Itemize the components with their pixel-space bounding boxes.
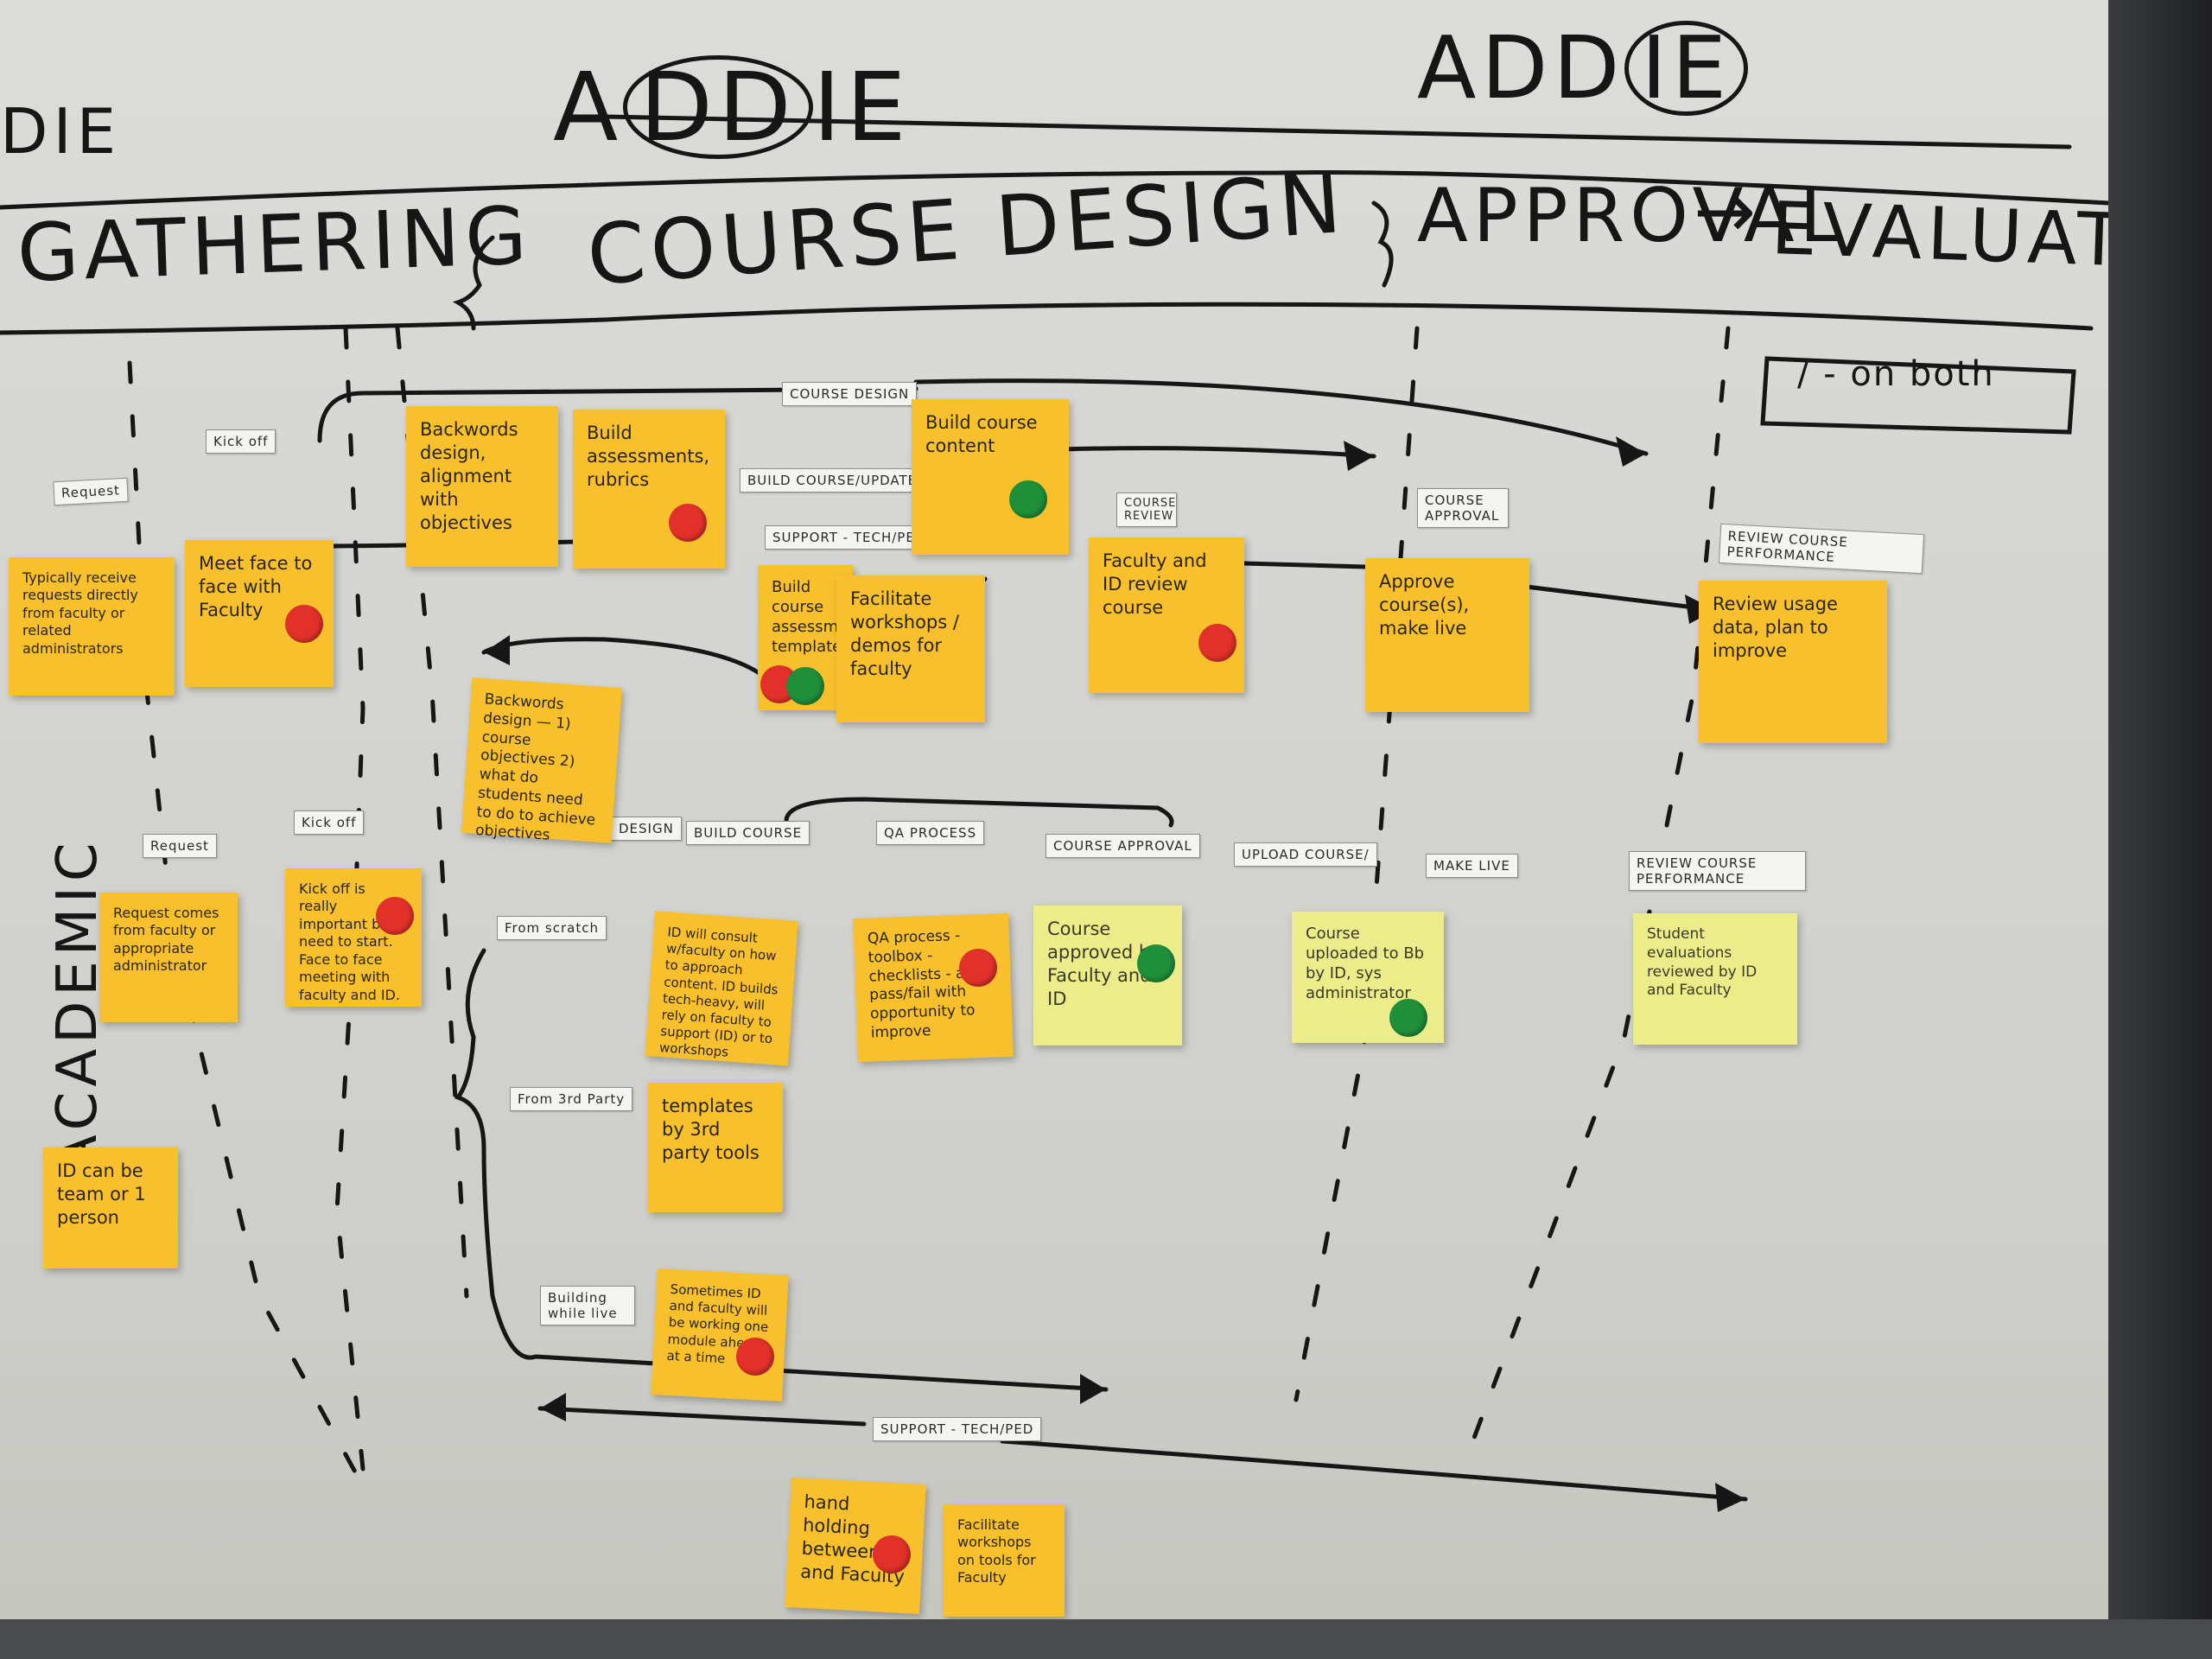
board-frame-bottom: [0, 1619, 2212, 1659]
sticky-note: Meet face to face with Faculty: [185, 540, 334, 687]
tape-upload-course: UPLOAD COURSE/: [1234, 842, 1377, 867]
tape-from-3rd-party: From 3rd Party: [510, 1087, 633, 1111]
heading-gathering: GATHERING: [16, 189, 534, 300]
phase-line-bottom: [0, 302, 2094, 335]
tape-building-while-live: Building while live: [540, 1286, 635, 1325]
sticky-note: Typically receive requests directly from…: [9, 557, 175, 696]
heading-arrow: →: [1694, 168, 1762, 255]
red-dot-sticker: [285, 605, 323, 643]
red-dot-sticker: [1198, 624, 1236, 662]
board-frame-right: [2108, 0, 2212, 1659]
red-dot-sticker: [873, 1535, 911, 1573]
tape-kickoff-top: Kick off: [206, 429, 276, 454]
red-dot-sticker: [669, 504, 707, 542]
tape-make-live: MAKE LIVE: [1426, 854, 1518, 878]
sticky-note: Student evaluations reviewed by ID and F…: [1633, 913, 1797, 1045]
sticky-note: Facilitate workshops on tools for Facult…: [944, 1504, 1065, 1617]
sticky-note: Request comes from faculty or appropriat…: [99, 893, 238, 1022]
green-dot-sticker: [1137, 944, 1175, 982]
arrowhead-1: [1616, 436, 1646, 467]
sticky-note: Faculty and ID review course: [1089, 537, 1244, 693]
addie-a: A: [553, 52, 624, 162]
sticky-note: Sometimes ID and faculty will be working…: [651, 1268, 789, 1402]
bracket-academic: [454, 948, 1109, 1392]
sticky-note: Build assessments, rubrics: [573, 410, 725, 569]
heading-addie-left: DIE: [0, 95, 122, 168]
tape-build-course-bottom: BUILD COURSE: [686, 821, 810, 845]
sticky-note: Review usage data, plan to improve: [1699, 581, 1887, 743]
lane-divider-4: [1294, 326, 1420, 1402]
arrow-support: [537, 1406, 1748, 1502]
sticky-note: Backwords design — 1) course objectives …: [461, 677, 623, 844]
tape-review-perf-bottom: REVIEW COURSE PERFORMANCE: [1629, 851, 1806, 891]
tape-qa-process: QA PROCESS: [876, 821, 985, 845]
lane-divider-3: [395, 326, 469, 1299]
arrowhead-2: [1344, 441, 1374, 471]
sticky-note: Approve course(s), make live: [1365, 558, 1529, 712]
tape-support-tech: SUPPORT - TECH/PE: [765, 525, 923, 550]
arrowhead-6: [540, 1393, 566, 1421]
tape-course-design: COURSE DESIGN: [782, 382, 918, 406]
bracket-course-design: [452, 235, 495, 331]
sticky-note: ID will consult w/faculty on how to appr…: [645, 911, 798, 1066]
tape-kickoff-bottom: Kick off: [294, 810, 365, 835]
tape-course-approval-top: COURSE APPROVAL: [1417, 488, 1509, 528]
tape-request-top: Request: [53, 477, 129, 506]
sticky-note: QA process - toolbox - checklists - a pa…: [853, 912, 1014, 1063]
green-dot-sticker: [1009, 480, 1047, 518]
tape-support-tech-ped: SUPPORT - TECH/PED: [873, 1417, 1042, 1441]
sticky-note: templates by 3rd party tools: [648, 1083, 783, 1212]
arrow-bottom-top: [784, 797, 1174, 828]
addie-ie: IE: [812, 52, 912, 162]
green-dot-sticker: [786, 667, 824, 705]
sticky-note: ID can be team or 1 person: [43, 1147, 178, 1268]
bracket-approval: [1371, 200, 1394, 288]
sticky-note: Backwords design, alignment with objecti…: [406, 406, 558, 567]
note-on-both: / - on both: [1797, 354, 1995, 394]
arrow-top-long: [913, 378, 1649, 456]
tape-course-review: COURSE REVIEW: [1116, 493, 1177, 527]
phase-line-top: [0, 169, 2111, 210]
addie-dd-circle: DD: [623, 55, 813, 159]
heading-approval: APPROVAL: [1417, 173, 1847, 259]
tape-course-approval-bottom: COURSE APPROVAL: [1046, 834, 1200, 858]
tape-design: DESIGN: [611, 817, 682, 841]
arrow-top-loop: [317, 386, 918, 443]
header-underline: [602, 114, 2072, 149]
red-dot-sticker: [959, 949, 997, 987]
on-both-box: [1760, 356, 2076, 435]
green-dot-sticker: [1389, 999, 1427, 1037]
arrow-to-approval: [1060, 446, 1376, 459]
sticky-note: Kick off is really important but need to…: [285, 868, 422, 1007]
arrowhead-5: [1715, 1483, 1745, 1512]
red-dot-sticker: [736, 1338, 774, 1376]
sticky-note: Facilitate workshops / demos for faculty: [836, 575, 985, 722]
tape-from-scratch: From scratch: [497, 916, 607, 940]
sticky-note: Build course content: [912, 399, 1069, 555]
arrowhead-7: [484, 635, 510, 665]
addie-add: ADD: [1417, 17, 1625, 118]
addie-e-circle: IE: [1624, 21, 1749, 116]
arrowhead-4: [1080, 1374, 1106, 1404]
red-dot-sticker: [376, 897, 414, 935]
tape-request-bottom: Request: [143, 834, 217, 858]
tape-build-course: BUILD COURSE/UPDATE: [740, 468, 925, 493]
